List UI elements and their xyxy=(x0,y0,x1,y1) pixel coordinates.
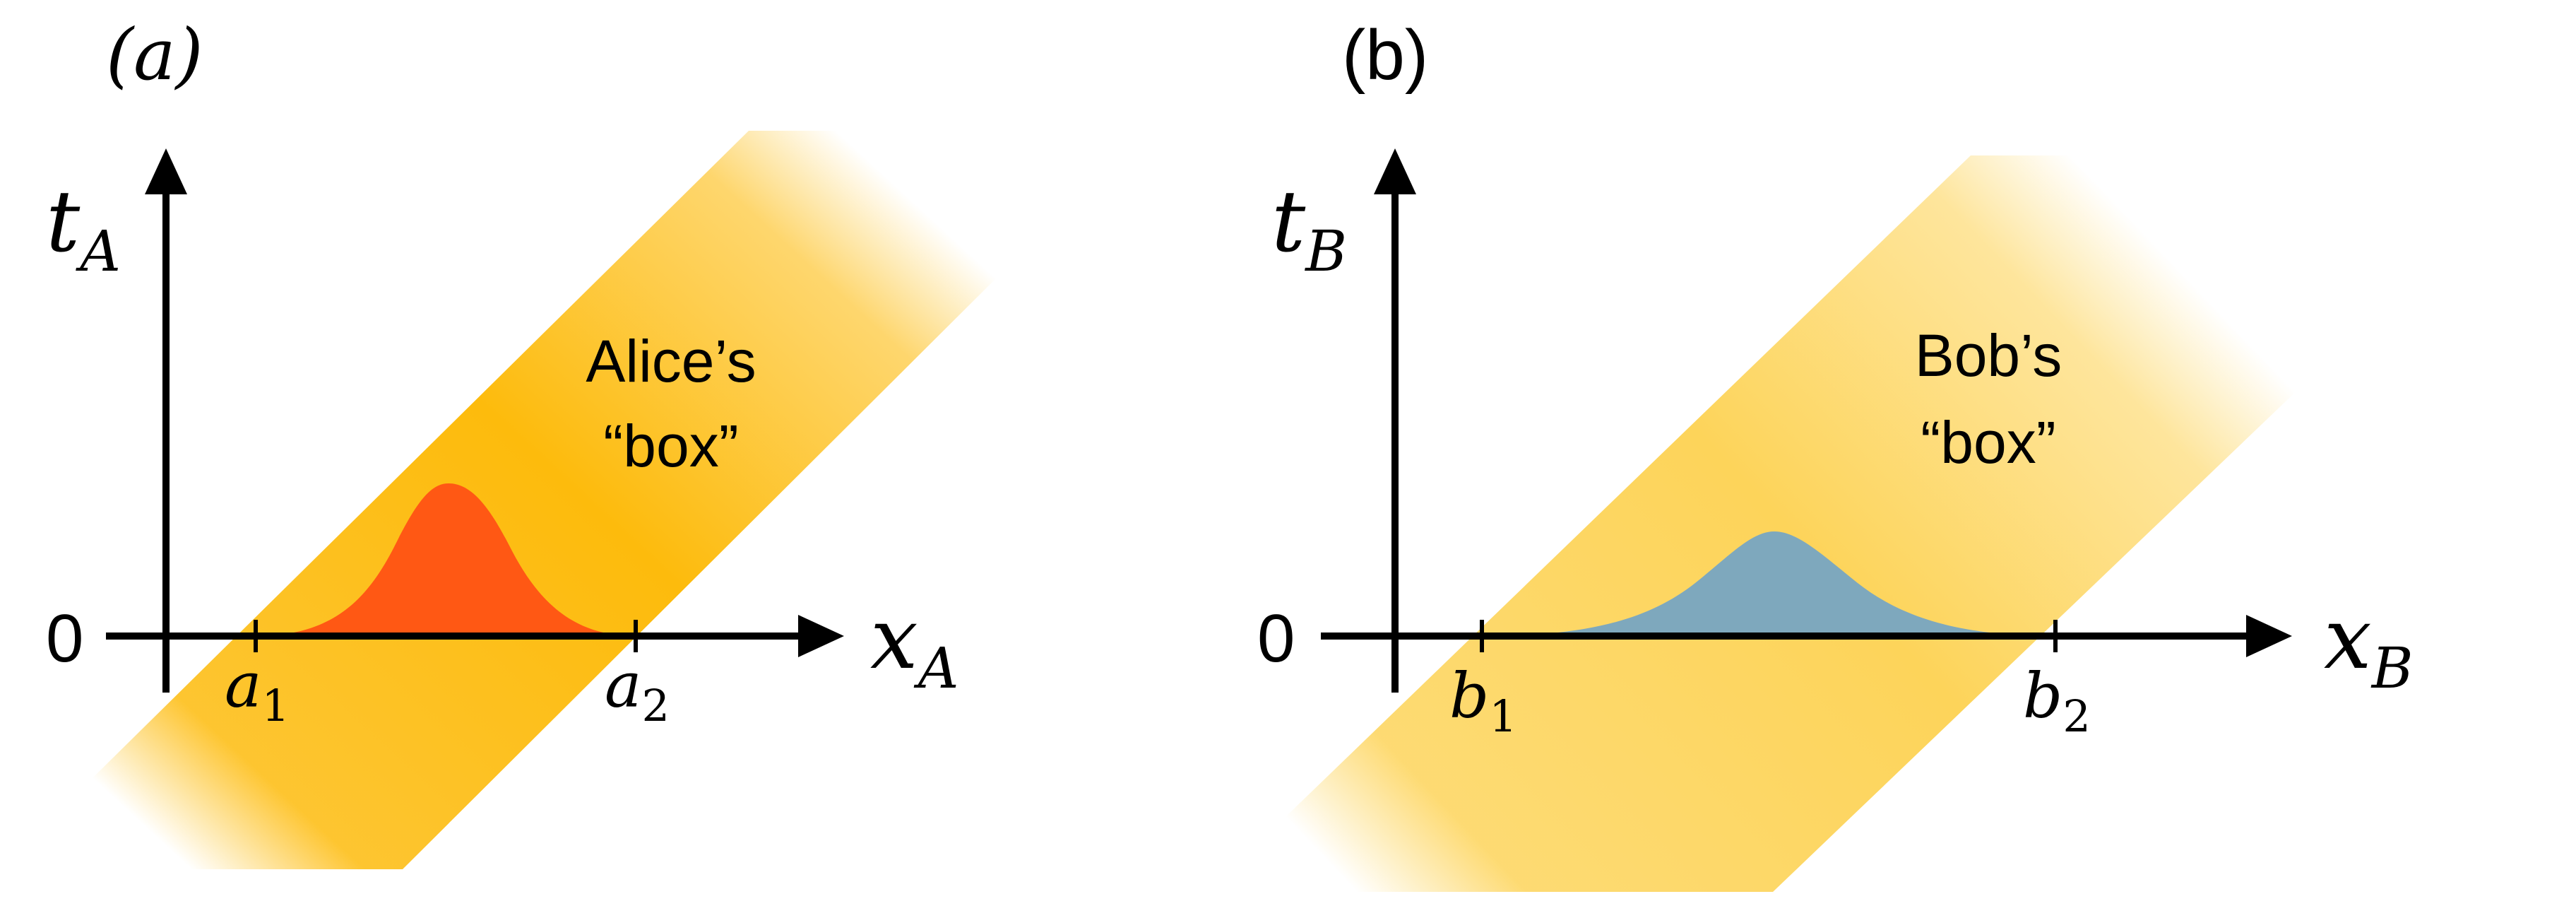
t-axis-a-arrow-icon xyxy=(145,148,187,194)
tick-label-a2: a2 xyxy=(605,649,670,731)
t-axis-b-arrow-icon xyxy=(1374,148,1416,194)
bob-box-caption-line2: “box” xyxy=(1921,409,2055,476)
origin-label-a: 0 xyxy=(46,601,83,676)
tick-label-a1: a1 xyxy=(225,649,290,731)
bob-wavepacket xyxy=(1482,531,2055,636)
x-axis-b-arrow-icon xyxy=(2246,615,2292,657)
x-axis-label-a: xA xyxy=(870,590,958,701)
alice-box-band xyxy=(0,131,1144,869)
origin-label-b: 0 xyxy=(1257,601,1295,676)
alice-box-caption-line2: “box” xyxy=(603,413,738,479)
panel-b-label: (b) xyxy=(1342,16,1428,95)
alice-wavepacket xyxy=(256,483,636,636)
x-axis-label-b: xB xyxy=(2324,590,2413,701)
panel-a-label: (a) xyxy=(106,13,203,96)
panel-b: (b) tB xB 0 b1 b2 Bob’s “box” xyxy=(1208,16,2543,892)
y-axis-label-a: tA xyxy=(46,173,121,284)
bob-box-caption-line1: Bob’s xyxy=(1915,322,2062,389)
y-axis-label-b: tB xyxy=(1271,173,1347,284)
panel-a: (a) tA xA 0 a1 a2 Alice’s “box” xyxy=(0,13,1144,869)
tick-label-b1: b1 xyxy=(1449,659,1517,742)
bob-box-band xyxy=(1208,155,2543,892)
alice-box-caption-line1: Alice’s xyxy=(586,328,756,394)
tick-label-b2: b2 xyxy=(2023,659,2091,742)
x-axis-a-arrow-icon xyxy=(798,615,844,657)
